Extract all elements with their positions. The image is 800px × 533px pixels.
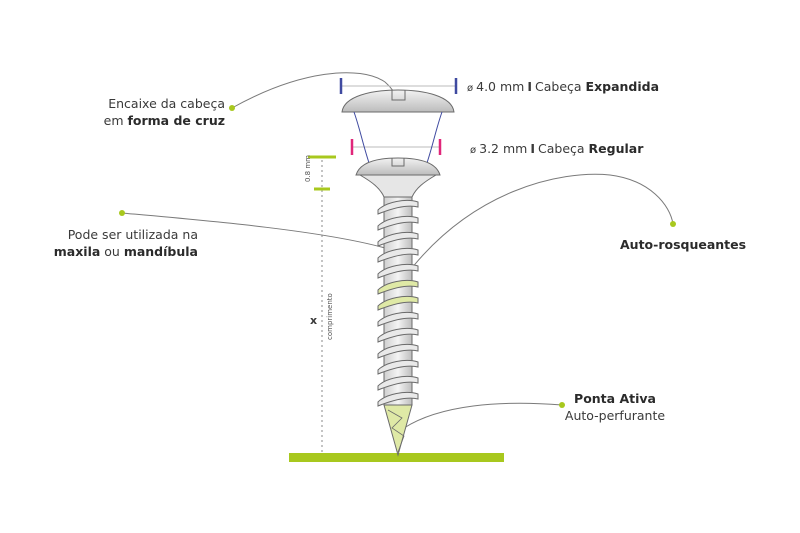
neck-dimension-text: 0.8 mm (304, 155, 312, 182)
expanded-head (341, 89, 455, 113)
thread-ridge (377, 247, 419, 263)
thread-ridge (377, 279, 419, 295)
leader-usage (121, 212, 386, 249)
thread-ridge (377, 327, 419, 343)
self-tapping-bold: Auto-rosqueantes (620, 237, 747, 252)
tip-text: Auto-perfurante (564, 408, 666, 423)
usage-bold1: maxila (53, 244, 101, 259)
thread-ridge (377, 311, 419, 327)
diameter-icon: ø (470, 145, 477, 156)
thread-ridge (377, 375, 419, 391)
regular-head-cross (391, 158, 405, 167)
leader-dot-head-socket (229, 105, 235, 111)
expanded-separator: I (527, 79, 532, 94)
head-socket-bold: forma de cruz (127, 113, 225, 128)
leader-tip (403, 402, 563, 429)
usage-line1: Pode ser utilizada na (67, 227, 198, 242)
regular-size: 3.2 mm (479, 141, 528, 156)
screw-tip-flute (387, 409, 405, 453)
ground-bar (289, 453, 504, 462)
regular-head-neck (358, 174, 438, 198)
expanded-size: 4.0 mm (476, 79, 525, 94)
tip-bold: Ponta Ativa (574, 391, 656, 406)
label-head-socket: Encaixe da cabeça em forma de cruz (60, 95, 225, 129)
thread-ridge (377, 263, 419, 279)
head-socket-line1: Encaixe da cabeça (108, 96, 225, 111)
leader-dot-self-tapping (670, 221, 676, 227)
length-symbol: x (310, 314, 318, 327)
thread-ridge (377, 199, 419, 215)
usage-bold2: mandíbula (123, 244, 198, 259)
label-usage: Pode ser utilizada na maxila ou mandíbul… (40, 226, 198, 260)
thread-ridge (377, 231, 419, 247)
diameter-icon: ø (467, 83, 474, 94)
expanded-head-cross (391, 90, 406, 101)
thread-ridge (377, 215, 419, 231)
thread-ridge (377, 295, 419, 311)
usage-middle: ou (100, 244, 124, 259)
regular-separator: I (530, 141, 535, 156)
regular-bold: Regular (588, 141, 644, 156)
leader-self-tapping (403, 173, 674, 279)
screw-tip (383, 404, 413, 457)
expanded-bold: Expandida (585, 79, 660, 94)
thread-ridge (377, 391, 419, 407)
label-tip: Ponta Ativa Auto-perfurante (560, 390, 670, 424)
thread-ridge (377, 343, 419, 359)
head-socket-prefix: em (103, 113, 128, 128)
screw-threads (377, 199, 419, 407)
label-self-tapping: Auto-rosqueantes (620, 236, 746, 253)
leader-dot-tip (559, 402, 565, 408)
expanded-text: Cabeça (535, 79, 586, 94)
leader-dot-usage (119, 210, 125, 216)
length-text: comprimento (326, 293, 334, 340)
thread-ridge (377, 359, 419, 375)
regular-text: Cabeça (538, 141, 589, 156)
